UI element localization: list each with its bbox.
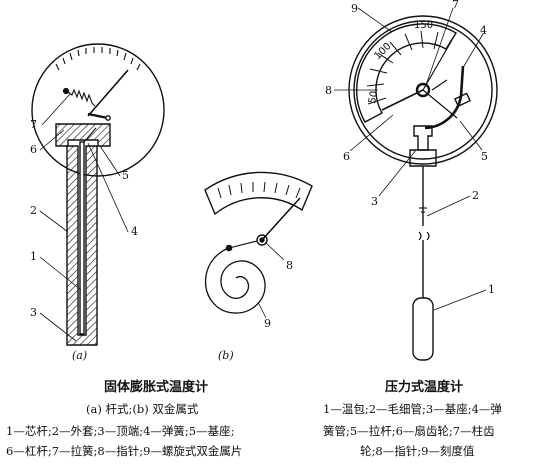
capillary-break [418, 231, 430, 241]
scale-band [356, 23, 457, 123]
temperature-bulb [412, 297, 434, 361]
core-rod [79, 141, 85, 335]
scale-ticks-p [366, 30, 439, 105]
pointer-b [261, 197, 301, 241]
label-2-a: 2 [30, 204, 37, 217]
label-4-p: 4 [480, 24, 487, 37]
outer-sheath [66, 145, 98, 346]
leader-9-b [257, 301, 267, 319]
subfigure-label-a: (a) [72, 349, 87, 362]
leader-lines-p [334, 7, 487, 311]
scale-150: 150 [414, 20, 433, 31]
scale-ticks-b [217, 181, 301, 199]
label-8-p: 8 [325, 84, 332, 97]
left-figure-subtitle: (a) 杆式;(b) 双金属式 [86, 402, 199, 416]
rod-thermometer-diagram: 1 2 3 4 5 6 7 (a) [30, 43, 165, 362]
label-6-p: 6 [343, 150, 350, 163]
subfigure-label-b: (b) [218, 349, 234, 362]
pinion [415, 82, 431, 98]
right-legend-line-2: 簧管;5—拉杆;6—扇齿轮;7—柱齿 [323, 424, 495, 438]
pointer-a [87, 69, 129, 117]
label-5-a: 5 [122, 169, 129, 182]
label-1-a: 1 [30, 250, 37, 263]
label-3-a: 3 [30, 306, 37, 319]
scale-ticks-a [55, 47, 141, 71]
label-9-b: 9 [264, 317, 271, 330]
pull-rod [422, 89, 458, 119]
leader-lines-a [39, 93, 129, 342]
right-legend-line-1: 1—温包;2—毛细管;3—基座;4—弹 [323, 402, 502, 416]
base-block-a [55, 123, 111, 147]
pivot-b [256, 234, 268, 246]
label-9-p: 9 [351, 2, 358, 15]
label-2-p: 2 [472, 189, 479, 202]
right-figure-title: 压力式温度计 [385, 380, 464, 395]
right-legend-line-3: 轮;8—指针;9—刻度值 [360, 444, 475, 458]
pointer-p [381, 89, 424, 111]
leader-8-b [265, 242, 285, 261]
left-legend-line-2: 6—杠杆;7—拉簧;8—指针;9—螺旋式双金属片 [6, 444, 243, 458]
scale-50: 50 [367, 90, 380, 104]
lever-a [87, 112, 109, 120]
bourdon-tube [424, 65, 465, 130]
label-1-p: 1 [488, 283, 495, 296]
label-5-p: 5 [481, 150, 488, 163]
label-7-p: 7 [452, 0, 459, 11]
dial-face-a [31, 43, 165, 177]
base-p [413, 125, 433, 151]
pressure-thermometer-diagram: 50 100 150 1 2 3 4 5 [325, 0, 498, 361]
bimetal-thermometer-diagram: 8 9 (b) [204, 171, 313, 362]
scale-arc-b [204, 171, 313, 216]
left-legend-line-1: 1—芯杆;2—外套;3—顶端;4—弹簧;5—基座; [6, 424, 235, 438]
label-6-a: 6 [30, 143, 37, 156]
bimetal-spiral [204, 247, 266, 314]
label-8-b: 8 [286, 259, 293, 272]
label-3-p: 3 [371, 195, 378, 208]
tension-spring-a [67, 88, 96, 107]
label-7-a: 7 [30, 118, 37, 131]
label-4-a: 4 [131, 225, 138, 238]
left-figure-title: 固体膨胀式温度计 [104, 380, 209, 395]
